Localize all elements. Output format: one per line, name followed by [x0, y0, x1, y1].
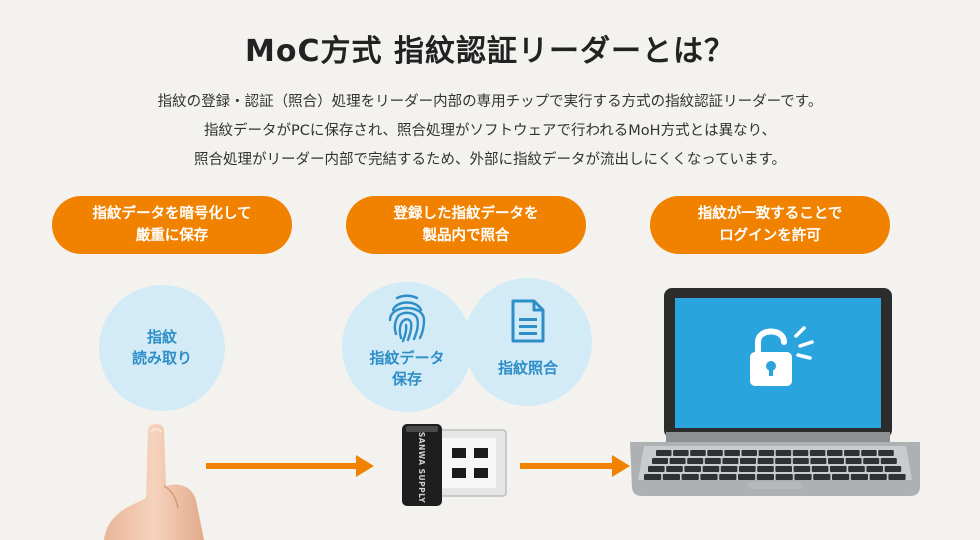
- device-brand-wrap: SANWA SUPPLY: [404, 431, 440, 502]
- keyboard-key: [884, 466, 902, 472]
- keyboard-key: [878, 450, 894, 456]
- keyboard-key: [719, 474, 737, 480]
- keyboard-key: [741, 450, 757, 456]
- description: 指紋の登録・認証（照合）処理をリーダー内部の専用チップで実行する方式の指紋認証リ…: [0, 88, 980, 175]
- keyboard-key: [811, 466, 829, 472]
- keyboard-key: [738, 474, 756, 480]
- keyboard-key: [656, 450, 672, 456]
- usb-reader-shape: [402, 424, 507, 506]
- keyboard-key: [792, 450, 809, 456]
- keyboard-key: [662, 474, 680, 480]
- keyboard-key: [775, 450, 792, 456]
- bubble-line: 指紋: [146, 328, 177, 346]
- bubble-fingerprint-match: 指紋照合: [464, 278, 592, 406]
- keyboard-key: [702, 466, 720, 472]
- step-pill-line: ログインを許可: [719, 228, 821, 244]
- step-pill-line: 厳重に保存: [135, 228, 209, 244]
- step-pill-line: 指紋が一致することで: [697, 206, 843, 222]
- step-pill-line: 指紋データを暗号化して: [92, 206, 252, 222]
- keyboard-key: [775, 466, 792, 472]
- keyboard-key: [722, 458, 739, 464]
- keyboard-key: [690, 450, 706, 456]
- keyboard-key: [813, 474, 831, 480]
- unlock-icon: [750, 326, 814, 386]
- arrow-right-icon: [206, 455, 374, 477]
- keyboard-key: [888, 474, 906, 480]
- bubble-line: 指紋照合: [497, 358, 558, 377]
- keyboard-key: [757, 466, 774, 472]
- keyboard-key: [648, 466, 665, 472]
- document-icon: [511, 299, 545, 343]
- keyboard-key: [681, 474, 699, 480]
- keyboard-key: [827, 450, 843, 456]
- step-pill-line: 製品内で照合: [422, 228, 510, 244]
- keyboard-key: [720, 466, 738, 472]
- description-line: 照合処理がリーダー内部で完結するため、外部に指紋データが流出しにくくなっています…: [193, 152, 787, 168]
- keyboard-key: [794, 474, 812, 480]
- step-pill-line: 登録した指紋データを: [393, 206, 539, 222]
- keyboard-key: [757, 458, 774, 464]
- keyboard-key: [830, 466, 847, 472]
- keyboard-key: [845, 458, 862, 464]
- keyboard-key: [758, 450, 775, 456]
- keyboard-key: [704, 458, 721, 464]
- step-pill-encrypt-store: 指紋データを暗号化して 厳重に保存: [52, 196, 292, 254]
- bubble-line: 保存: [391, 370, 422, 388]
- description-line: 指紋の登録・認証（照合）処理をリーダー内部の専用チップで実行する方式の指紋認証リ…: [157, 94, 823, 110]
- device-brand: SANWA SUPPLY: [417, 431, 427, 503]
- usb-reader-illustration: SANWA SUPPLY: [400, 422, 512, 508]
- bubble-tail: [151, 398, 171, 412]
- keyboard-key: [687, 458, 704, 464]
- keyboard-key: [700, 474, 718, 480]
- keyboard-key: [775, 474, 793, 480]
- keyboard-key: [880, 458, 897, 464]
- bubble-fingerprint-store: 指紋データ 保存: [342, 282, 472, 412]
- keyboard-key: [844, 450, 860, 456]
- keyboard-key: [848, 466, 865, 472]
- bubble-line: 指紋データ: [369, 349, 445, 367]
- keyboard-key: [869, 474, 887, 480]
- bubble-fingerprint-read: 指紋 読み取り: [99, 285, 225, 411]
- keyboard-key: [861, 450, 877, 456]
- keyboard-key: [792, 458, 809, 464]
- keyboard-key: [707, 450, 723, 456]
- keyboard: [644, 450, 906, 480]
- keyboard-key: [666, 466, 683, 472]
- step-pill-internal-match: 登録した指紋データを 製品内で照合: [346, 196, 586, 254]
- description-line: 指紋データがPCに保存され、照合処理がソフトウェアで行われるMoH方式とは異なり…: [204, 123, 776, 139]
- step-pill-login-permit: 指紋が一致することで ログインを許可: [650, 196, 890, 254]
- keyboard-key: [809, 450, 826, 456]
- keyboard-key: [739, 466, 756, 472]
- arrow-right-icon: [520, 455, 630, 477]
- keyboard-key: [724, 450, 740, 456]
- keyboard-key: [684, 466, 701, 472]
- keyboard-key: [652, 458, 668, 464]
- keyboard-key: [850, 474, 868, 480]
- keyboard-key: [832, 474, 850, 480]
- keyboard-key: [828, 458, 844, 464]
- laptop-illustration: [630, 288, 920, 496]
- keyboard-key: [810, 458, 827, 464]
- fingerprint-icon: [388, 294, 426, 343]
- finger-illustration: [104, 424, 204, 540]
- keyboard-key: [740, 458, 756, 464]
- keyboard-key: [775, 458, 792, 464]
- keyboard-key: [673, 450, 689, 456]
- bubble-line: 読み取り: [131, 349, 192, 367]
- keyboard-key: [793, 466, 811, 472]
- keyboard-key: [644, 474, 662, 480]
- keyboard-key: [669, 458, 686, 464]
- keyboard-key: [756, 474, 774, 480]
- keyboard-key: [866, 466, 883, 472]
- page-title: MoC方式 指紋認証リーダーとは？: [245, 34, 735, 69]
- keyboard-key: [863, 458, 880, 464]
